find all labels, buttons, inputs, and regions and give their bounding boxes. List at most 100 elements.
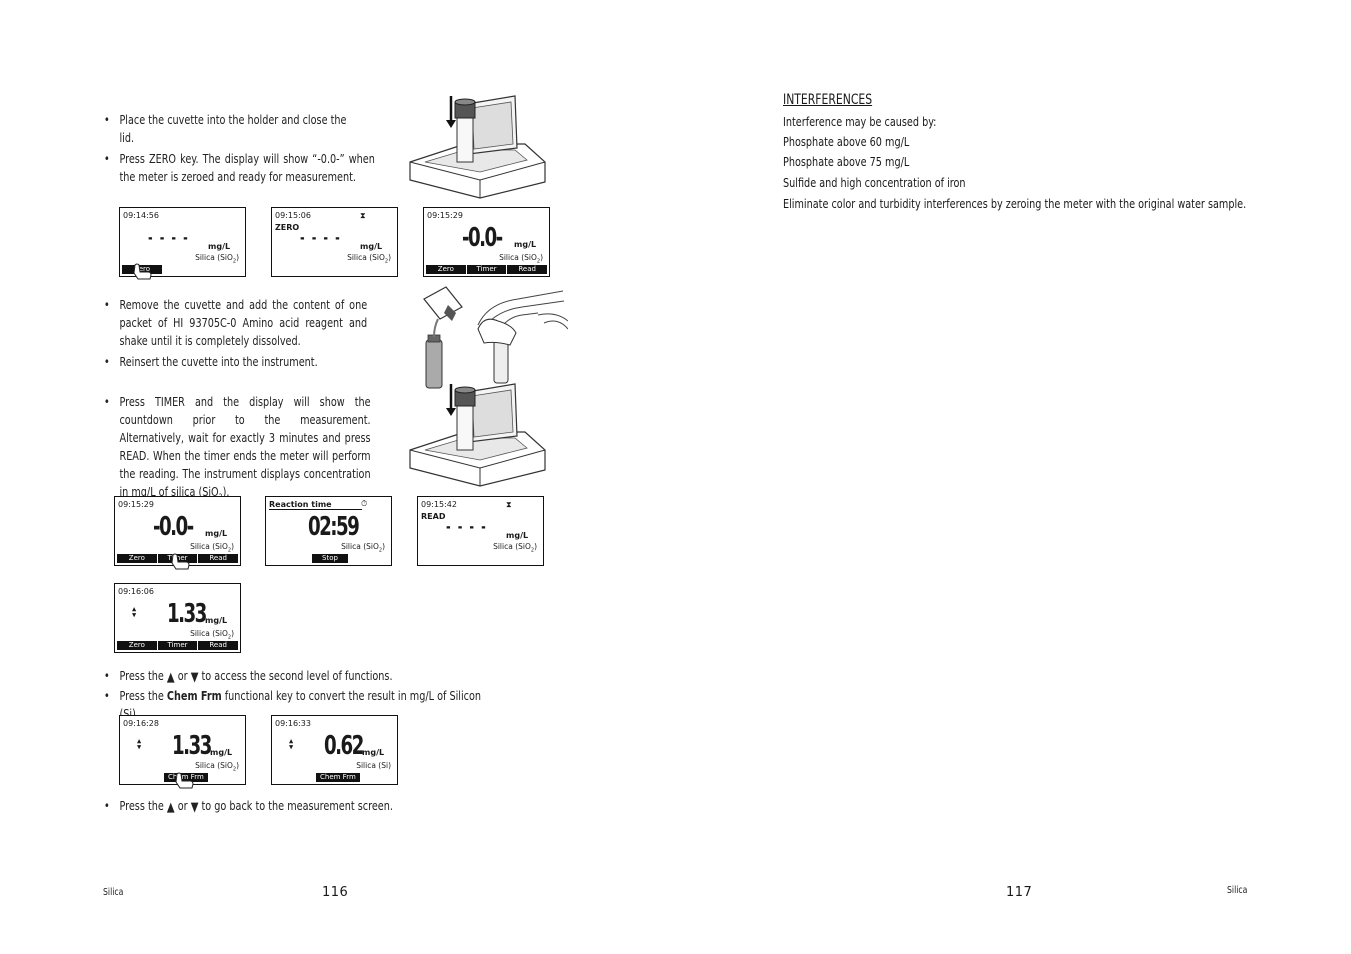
softkey-bar: Zero [122, 265, 162, 274]
zero-softkey[interactable]: Zero [122, 265, 162, 274]
pointing-hand-icon [175, 772, 194, 789]
zero-softkey[interactable]: Zero [117, 641, 157, 650]
display-time: 09:14:56 [123, 211, 159, 220]
meter-display-zeroing: 09:15:06 ⧗ ZERO - - - - mg/L Silica (SiO… [271, 207, 398, 277]
pointing-hand-icon [133, 263, 152, 280]
instruction-bullet-5: • Press TIMER and the display will show … [104, 393, 371, 507]
down-triangle-icon: ▼ [190, 800, 199, 815]
display-time: 09:16:06 [118, 587, 154, 596]
display-value: 0.62 [324, 731, 364, 761]
interference-line: Phosphate above 75 mg/L [783, 154, 910, 169]
up-triangle-icon: ▲ [166, 670, 175, 685]
up-down-arrows-icon: ▲▼ [132, 605, 137, 619]
read-softkey[interactable]: Read [507, 265, 548, 274]
meter-display-chem-form-sio2: 09:16:28 ▲▼ 1.33 mg/L Silica (SiO2) Chem… [119, 715, 246, 789]
display-parameter: Silica (SiO2) [347, 253, 391, 265]
display-unit: mg/L [362, 748, 385, 757]
up-down-arrows-icon: ▲▼ [289, 737, 294, 751]
bullet-text: Reinsert the cuvette into the instrument… [119, 354, 318, 369]
display-status-label: ZERO [275, 223, 300, 232]
display-time: 09:15:06 [275, 211, 311, 220]
display-unit: mg/L [205, 529, 228, 538]
stop-softkey[interactable]: Stop [312, 554, 348, 563]
meter-display-reading: 09:15:42 ⧗ READ - - - - mg/L Silica (SiO… [417, 496, 544, 566]
display-parameter: Silica (SiO2) [190, 629, 234, 641]
display-status-label: Reaction time [269, 500, 362, 510]
display-parameter: Silica (SiO2) [341, 542, 385, 554]
bullet-dot: • [104, 688, 110, 703]
display-parameter: Silica (SiO2) [493, 542, 537, 554]
display-time: 09:16:28 [123, 719, 159, 728]
page-number: 117 [1006, 885, 1033, 900]
display-time: 09:16:33 [275, 719, 311, 728]
timer-softkey[interactable]: Timer [466, 265, 507, 274]
right-page: INTERFERENCES Interference may be caused… [676, 0, 1351, 954]
display-value: -0.0- [462, 223, 503, 253]
pointing-hand-icon [171, 553, 190, 570]
interference-line: Eliminate color and turbidity interferen… [783, 196, 1247, 211]
read-softkey[interactable]: Read [198, 554, 239, 563]
interference-line: Phosphate above 60 mg/L [783, 134, 910, 149]
bullet-dot: • [104, 354, 110, 369]
stopwatch-icon: ⏱ [361, 499, 368, 508]
display-unit: mg/L [205, 616, 228, 625]
footer-section-title: Silica [103, 887, 124, 898]
display-value: -0.0- [153, 512, 194, 542]
zero-softkey[interactable]: Zero [117, 554, 157, 563]
display-parameter: Silica (SiO2) [195, 761, 239, 773]
interference-line: Interference may be caused by: [783, 114, 937, 129]
display-parameter: Silica (Si) [356, 761, 391, 770]
bullet-text: Press the ▲ or ▼ to access the second le… [119, 668, 393, 685]
up-triangle-icon: ▲ [166, 800, 175, 815]
bullet-dot: • [104, 151, 110, 166]
meter-display-zero-prompt: 09:14:56 - - - - mg/L Silica (SiO2) Zero [119, 207, 246, 280]
chem-frm-softkey[interactable]: Chem Frm [316, 773, 360, 782]
down-triangle-icon: ▼ [190, 670, 199, 685]
bullet-text: Press the ▲ or ▼ to go back to the measu… [119, 798, 393, 815]
meter-display-result: 09:16:06 ▲▼ 1.33 mg/L Silica (SiO2) Zero… [114, 583, 241, 653]
display-parameter: Silica (SiO2) [499, 253, 543, 265]
meter-display-reaction-countdown: Reaction time ⏱ 02:59 Silica (SiO2) Stop [265, 496, 392, 566]
bullet-dot: • [104, 668, 110, 683]
softkey-bar: Zero Timer Read [426, 265, 548, 274]
meter-display-chem-form-si: 09:16:33 ▲▼ 0.62 mg/L Silica (Si) Chem F… [271, 715, 398, 785]
bullet-dot: • [104, 297, 110, 312]
bullet-text: Place the cuvette into the holder and cl… [119, 112, 347, 145]
up-down-arrows-icon: ▲▼ [137, 737, 142, 751]
read-softkey[interactable]: Read [198, 641, 239, 650]
display-unit: mg/L [506, 531, 529, 540]
page-number: 116 [322, 885, 349, 900]
meter-insert-cuvette-illustration [409, 95, 546, 199]
display-time: 09:15:29 [118, 500, 154, 509]
meter-display-timer-prompt: 09:15:29 -0.0- mg/L Silica (SiO2) Zero T… [114, 496, 241, 570]
display-parameter: Silica (SiO2) [195, 253, 239, 265]
interferences-heading: INTERFERENCES [783, 92, 873, 108]
instruction-bullet-4: • Reinsert the cuvette into the instrume… [104, 353, 362, 371]
softkey-bar: Chem Frm [316, 773, 360, 782]
instruction-bullet-6: • Press the ▲ or ▼ to access the second … [104, 667, 448, 685]
display-value: 02:59 [308, 512, 360, 542]
display-unit: mg/L [210, 748, 233, 757]
timer-softkey[interactable]: Timer [157, 641, 198, 650]
bullet-text: Press TIMER and the display will show th… [119, 394, 371, 502]
display-time: 09:15:42 [421, 500, 457, 509]
chem-frm-softkey[interactable]: Chem Frm [164, 773, 208, 782]
bullet-dot: • [104, 112, 110, 127]
display-status-label: READ [421, 512, 446, 521]
meter-reinsert-cuvette-illustration [409, 383, 546, 487]
instruction-bullet-7: • Press the Chem Frm functional key to c… [104, 687, 500, 723]
left-page: • Place the cuvette into the holder and … [103, 95, 568, 900]
meter-display-zeroed: 09:15:29 -0.0- mg/L Silica (SiO2) Zero T… [423, 207, 550, 277]
bullet-text: Press ZERO key. The display will show “-… [119, 151, 375, 184]
interference-line: Sulfide and high concentration of iron [783, 175, 966, 190]
display-unit: mg/L [208, 242, 231, 251]
bullet-text: Remove the cuvette and add the content o… [119, 297, 368, 348]
display-value: - - - - [446, 517, 488, 536]
softkey-bar: Zero Timer Read [117, 641, 239, 650]
instruction-bullet-2: • Press ZERO key. The display will show … [104, 150, 375, 186]
add-reagent-shake-illustration [423, 286, 568, 389]
zero-softkey[interactable]: Zero [426, 265, 466, 274]
softkey-bar: Chem Frm [164, 773, 208, 782]
footer-section-title: Silica [1227, 885, 1248, 896]
instruction-bullet-3: • Remove the cuvette and add the content… [104, 296, 367, 350]
